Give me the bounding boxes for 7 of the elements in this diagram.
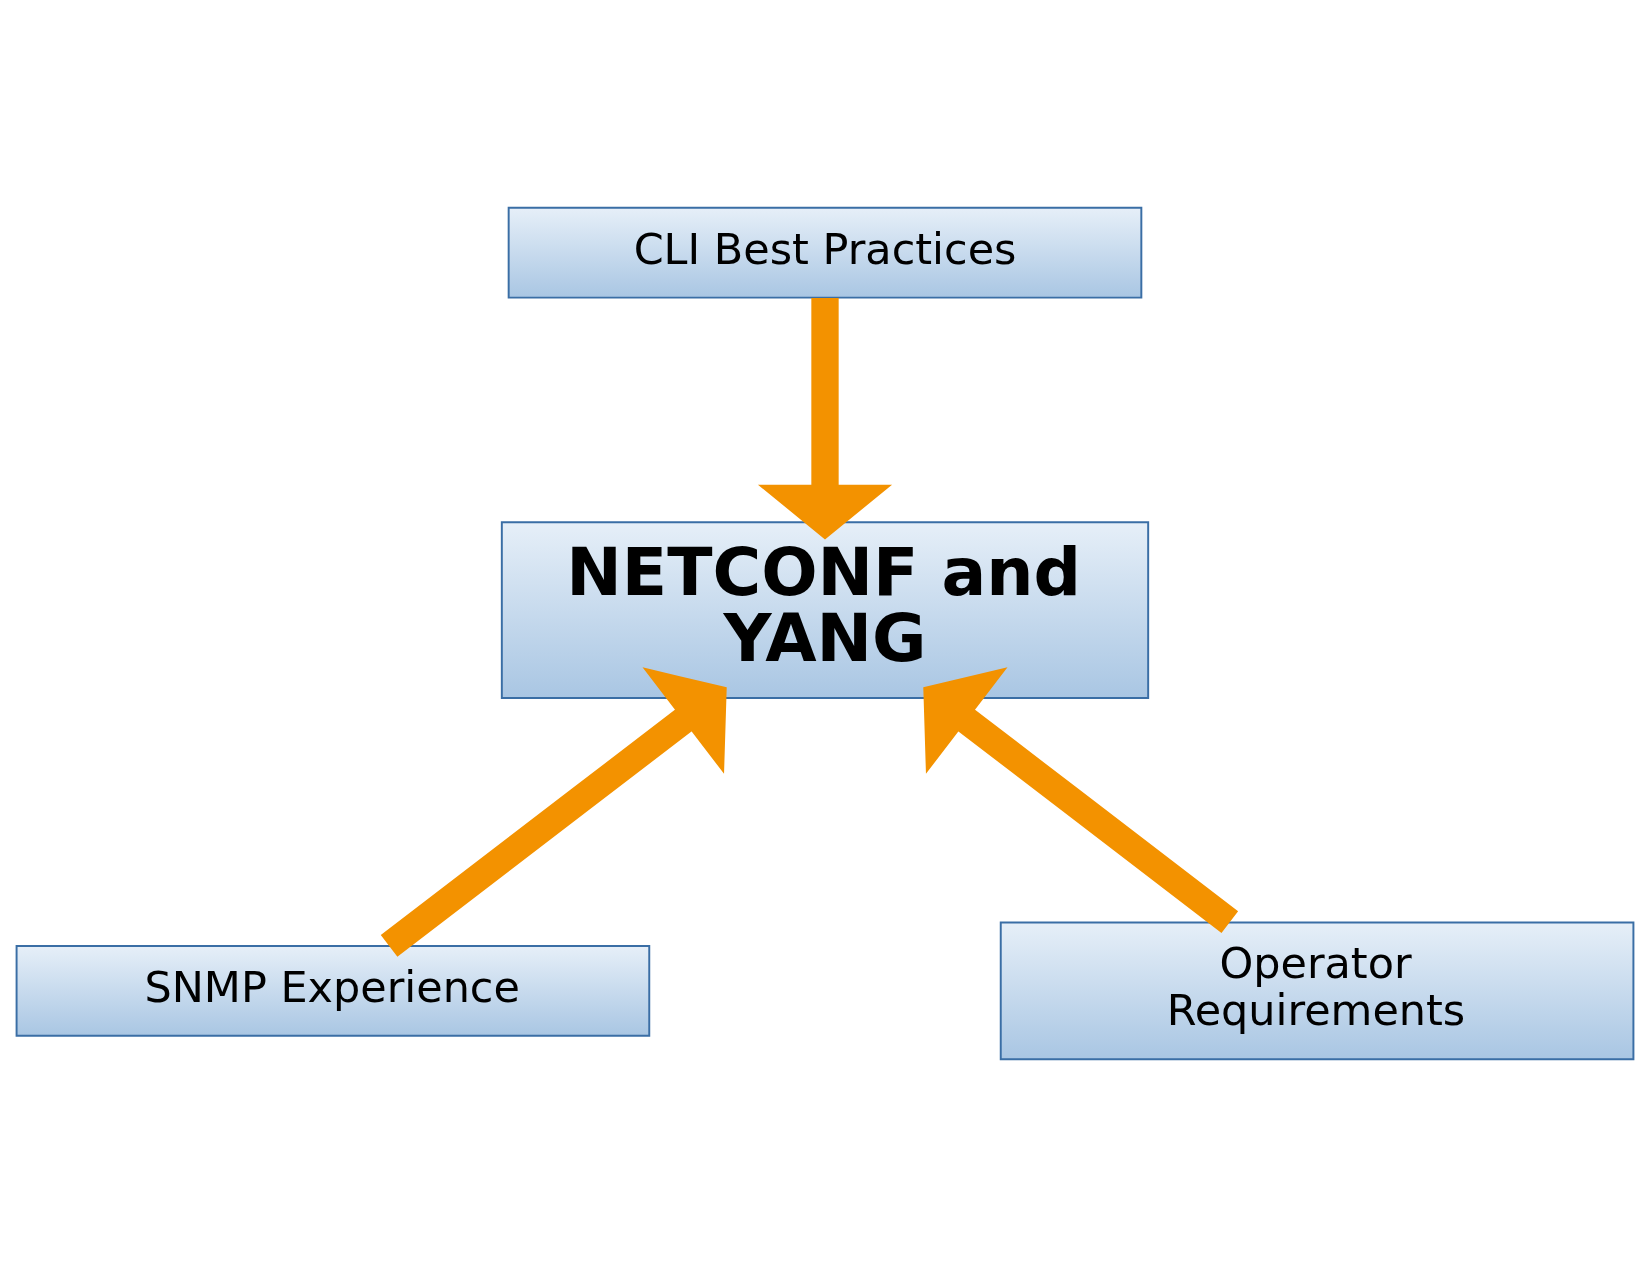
node-box: SNMP Experience: [15, 944, 651, 1037]
node-box: CLI Best Practices: [507, 206, 1143, 299]
node-box: Operator Requirements: [999, 921, 1635, 1060]
node-box: NETCONF and YANG: [500, 520, 1150, 699]
arrow: [380, 666, 727, 957]
arrow: [757, 297, 893, 539]
arrow: [923, 666, 1239, 933]
